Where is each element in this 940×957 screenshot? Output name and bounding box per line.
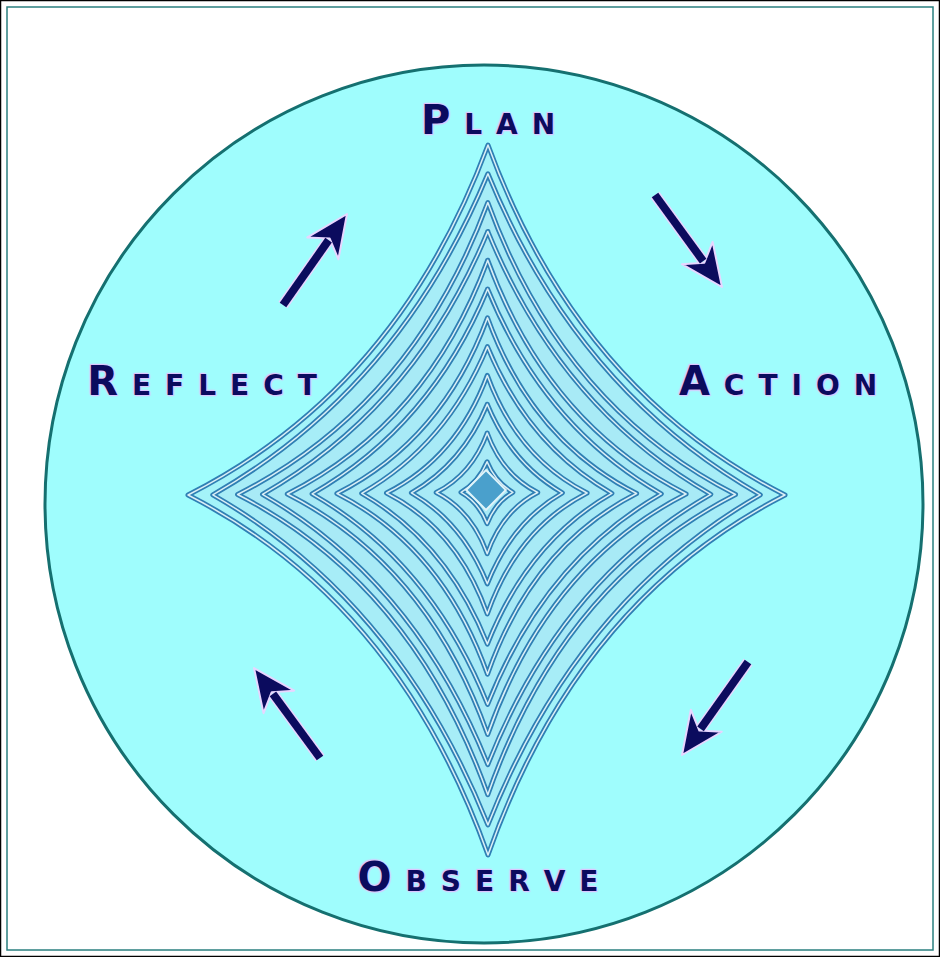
diamond-ring-highlight [461, 462, 513, 524]
arrow-head [254, 668, 294, 713]
diamond-ring [263, 231, 711, 764]
diamond-ring-highlight [312, 289, 661, 704]
phase-label: Observe [358, 857, 613, 897]
diamond-fill [213, 174, 761, 825]
cycle-arrows [254, 195, 748, 758]
diamond-ring-highlight [213, 174, 761, 825]
arrow-shaft [283, 240, 329, 305]
diamond-ring [436, 433, 538, 554]
phase-label: Plan [421, 100, 569, 140]
phase-label: Reflect [87, 361, 331, 401]
diamond-ring [387, 375, 588, 614]
diamond-ring-highlight [411, 404, 562, 584]
diamond-ring [312, 289, 661, 704]
diamond-fill [238, 203, 736, 795]
diamond-ring [188, 145, 785, 855]
arrow-glow [273, 694, 320, 758]
cycle-arrow [682, 662, 748, 755]
diamond-ring-highlight [287, 260, 686, 734]
diamond-ring [337, 318, 637, 674]
arrow-glow [701, 662, 748, 729]
diamond-ring [362, 347, 612, 644]
diamond-ring-highlight [387, 375, 588, 614]
diamond-ring [461, 462, 513, 524]
phase-label: Action [679, 361, 891, 401]
diamond-ring-highlight [436, 433, 538, 554]
diamond-ring [411, 404, 562, 584]
spiral-diamond [188, 145, 785, 855]
arrow-glow [283, 240, 329, 305]
arrow-shaft [701, 662, 748, 729]
arrow-head [682, 710, 722, 755]
cycle-arrow [655, 195, 722, 287]
diamond-ring [287, 260, 686, 734]
arrow-head [682, 242, 722, 287]
arrow-head [307, 214, 347, 259]
diamond-ring [238, 203, 736, 795]
arrow-glow [655, 195, 703, 261]
diamond-ring-highlight [238, 203, 736, 795]
diamond-ring-highlight [188, 145, 785, 855]
arrow-shaft [273, 694, 320, 758]
arrow-shaft [655, 195, 703, 261]
cycle-arrow [283, 214, 347, 305]
diamond-ring [213, 174, 761, 825]
diamond-ring-highlight [337, 318, 637, 674]
background-circle [45, 65, 923, 943]
diamond-ring-highlight [362, 347, 612, 644]
diamond-core [466, 470, 506, 510]
diamond-ring-highlight [263, 231, 711, 764]
diamond-fill [188, 145, 785, 855]
cycle-arrow [254, 668, 320, 758]
inner-frame [7, 7, 933, 950]
